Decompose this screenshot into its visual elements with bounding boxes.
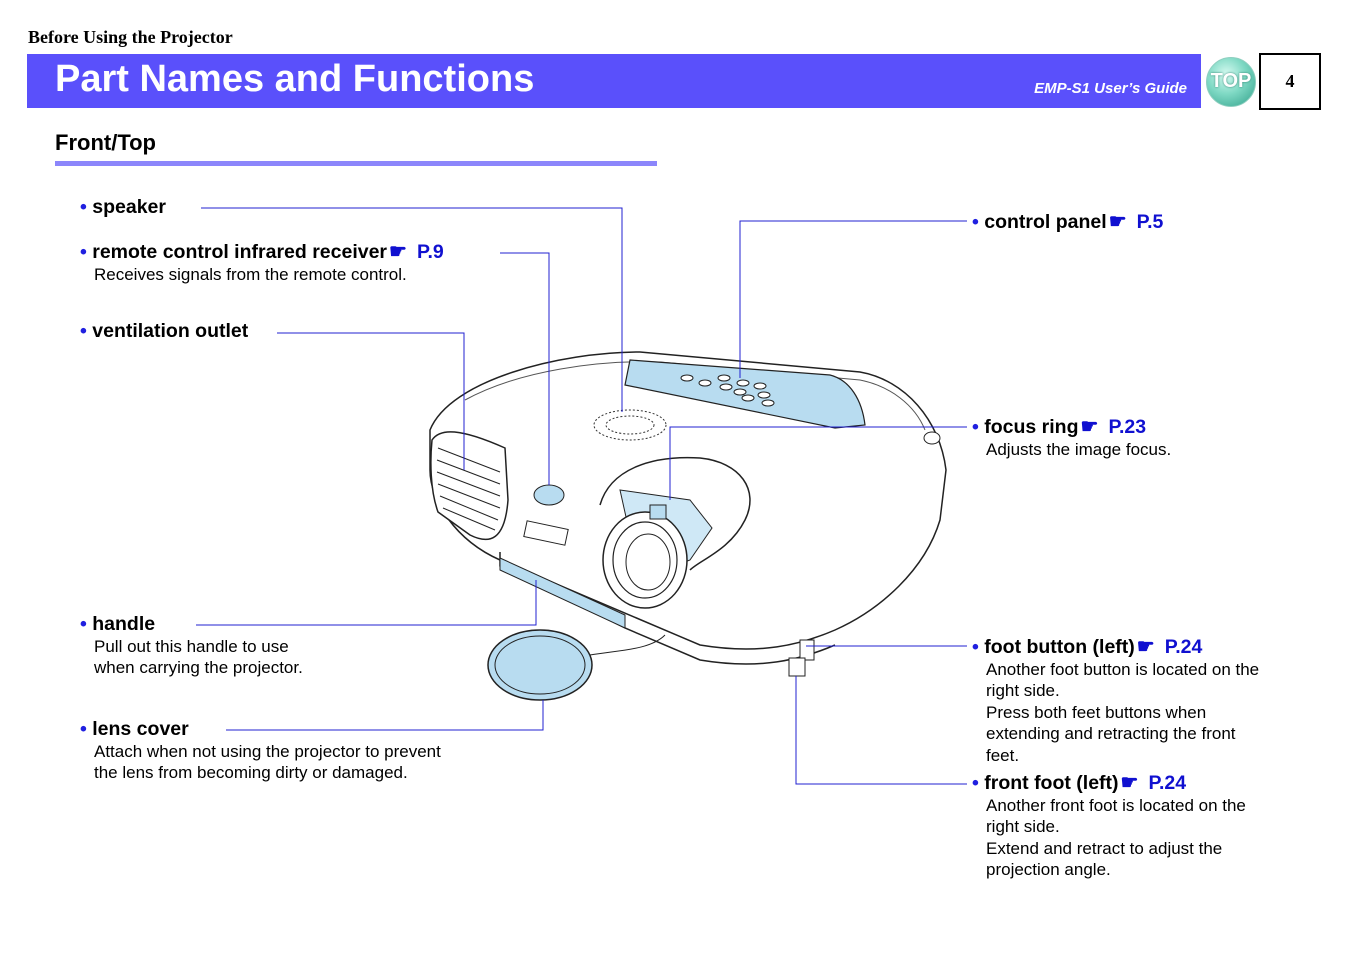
title-bar: Part Names and Functions EMP-S1 User’s G… [27,54,1201,108]
projector-base [499,552,836,665]
handle-shape [499,557,626,629]
front-foot-desc-line: right side. [986,817,1060,836]
foot-button-desc-line: Press both feet buttons when [986,702,1207,722]
section-rule [55,161,657,166]
handle-desc-1: Pull out this handle to use [94,636,289,656]
foot-button-desc-line: extending and retracting the front [986,724,1236,743]
section-title: Front/Top [55,130,156,155]
leader-remote [500,252,550,485]
label-speaker: • speaker [80,196,166,219]
label-foot-button: • foot button (left)☛ P.24 Another foot b… [972,636,1260,766]
lens-cover-desc-1: Attach when not using the projector to p… [94,741,441,761]
label-remote-receiver: • remote control infrared receiver☛ P.9 R… [80,241,444,285]
leader-front-foot [795,676,967,785]
front-foot-desc-line: projection angle. [986,860,1111,879]
label-front-foot: • front foot (left)☛ P.24 Another front f… [972,772,1246,881]
reference-hand-icon: ☛ [389,241,407,263]
foot-button [799,639,815,661]
focus-ring-name: focus ring [984,416,1079,438]
label-ventilation: • ventilation outlet [80,320,249,343]
front-foot-desc-line: Extend and retract to adjust the [986,838,1223,858]
guide-name: EMP-S1 User’s Guide [1034,80,1187,97]
leader-ventilation [277,332,465,470]
front-foot-desc-line: Another front foot is located on the [986,795,1246,815]
bullet-icon: • [80,196,87,218]
label-focus-ring: • focus ring☛ P.23 Adjusts the image focu… [972,416,1172,460]
leader-focus-ring [669,426,967,500]
bullet-icon: • [972,772,979,794]
speaker-grille [593,409,667,441]
front-foot-ref-link[interactable]: P.24 [1148,772,1187,794]
foot-button-ref-link[interactable]: P.24 [1164,636,1203,658]
leader-lines [196,207,967,785]
foot-button-desc-line: feet. [986,745,1020,765]
lens-cover-name: lens cover [92,718,189,740]
bullet-icon: • [80,320,87,342]
control-panel-ref-link[interactable]: P.5 [1136,211,1164,233]
leader-lens-cover [226,700,544,731]
foot-button-name: foot button (left) [984,636,1135,658]
handle-desc-2: when carrying the projector. [94,658,303,677]
front-foot-name: front foot (left) [984,772,1119,794]
control-panel-buttons [680,374,775,407]
top-button-label: TOP [1210,70,1252,92]
page-title: Part Names and Functions [55,58,535,100]
bullet-icon: • [972,211,979,233]
leader-control-panel [739,220,967,378]
bullet-icon: • [80,718,87,740]
foot-button-desc-line: Another foot button is located on the [986,659,1260,679]
bullet-icon: • [972,636,979,658]
ventilation-name: ventilation outlet [92,320,249,342]
remote-receiver-desc: Receives signals from the remote control… [94,264,407,284]
control-panel-name: control panel [984,211,1107,233]
breadcrumb: Before Using the Projector [28,27,233,47]
reference-hand-icon: ☛ [1136,636,1155,658]
lens-cover [487,629,593,701]
handle-name: handle [92,613,156,635]
focus-ring-desc: Adjusts the image focus. [986,439,1172,459]
front-foot [788,657,806,677]
reference-hand-icon: ☛ [1080,416,1099,438]
bullet-icon: • [972,416,979,438]
leader-handle [196,580,537,626]
ventilation-grille [430,431,509,541]
label-control-panel: • control panel☛ P.5 [972,211,1164,234]
label-handle: • handle Pull out this handle to use whe… [80,613,303,679]
focus-ring-ref-link[interactable]: P.23 [1108,416,1147,438]
reference-hand-icon: ☛ [1108,211,1127,233]
page-number: 4 [1259,53,1321,110]
top-button[interactable]: TOP [1206,57,1256,107]
lens-cover-desc-2: the lens from becoming dirty or damaged. [94,763,408,782]
leader-speaker [201,207,623,412]
lens-housing [599,456,751,571]
bullet-icon: • [80,613,87,635]
bullet-icon: • [80,241,87,263]
foot-button-desc-line: right side. [986,681,1060,700]
label-lens-cover: • lens cover Attach when not using the p… [80,718,441,784]
speaker-name: speaker [92,196,166,218]
remote-receiver-ref-link[interactable]: P.9 [416,241,444,263]
reference-hand-icon: ☛ [1120,772,1139,794]
remote-receiver-name: remote control infrared receiver [92,241,388,263]
ir-receiver [533,484,565,506]
